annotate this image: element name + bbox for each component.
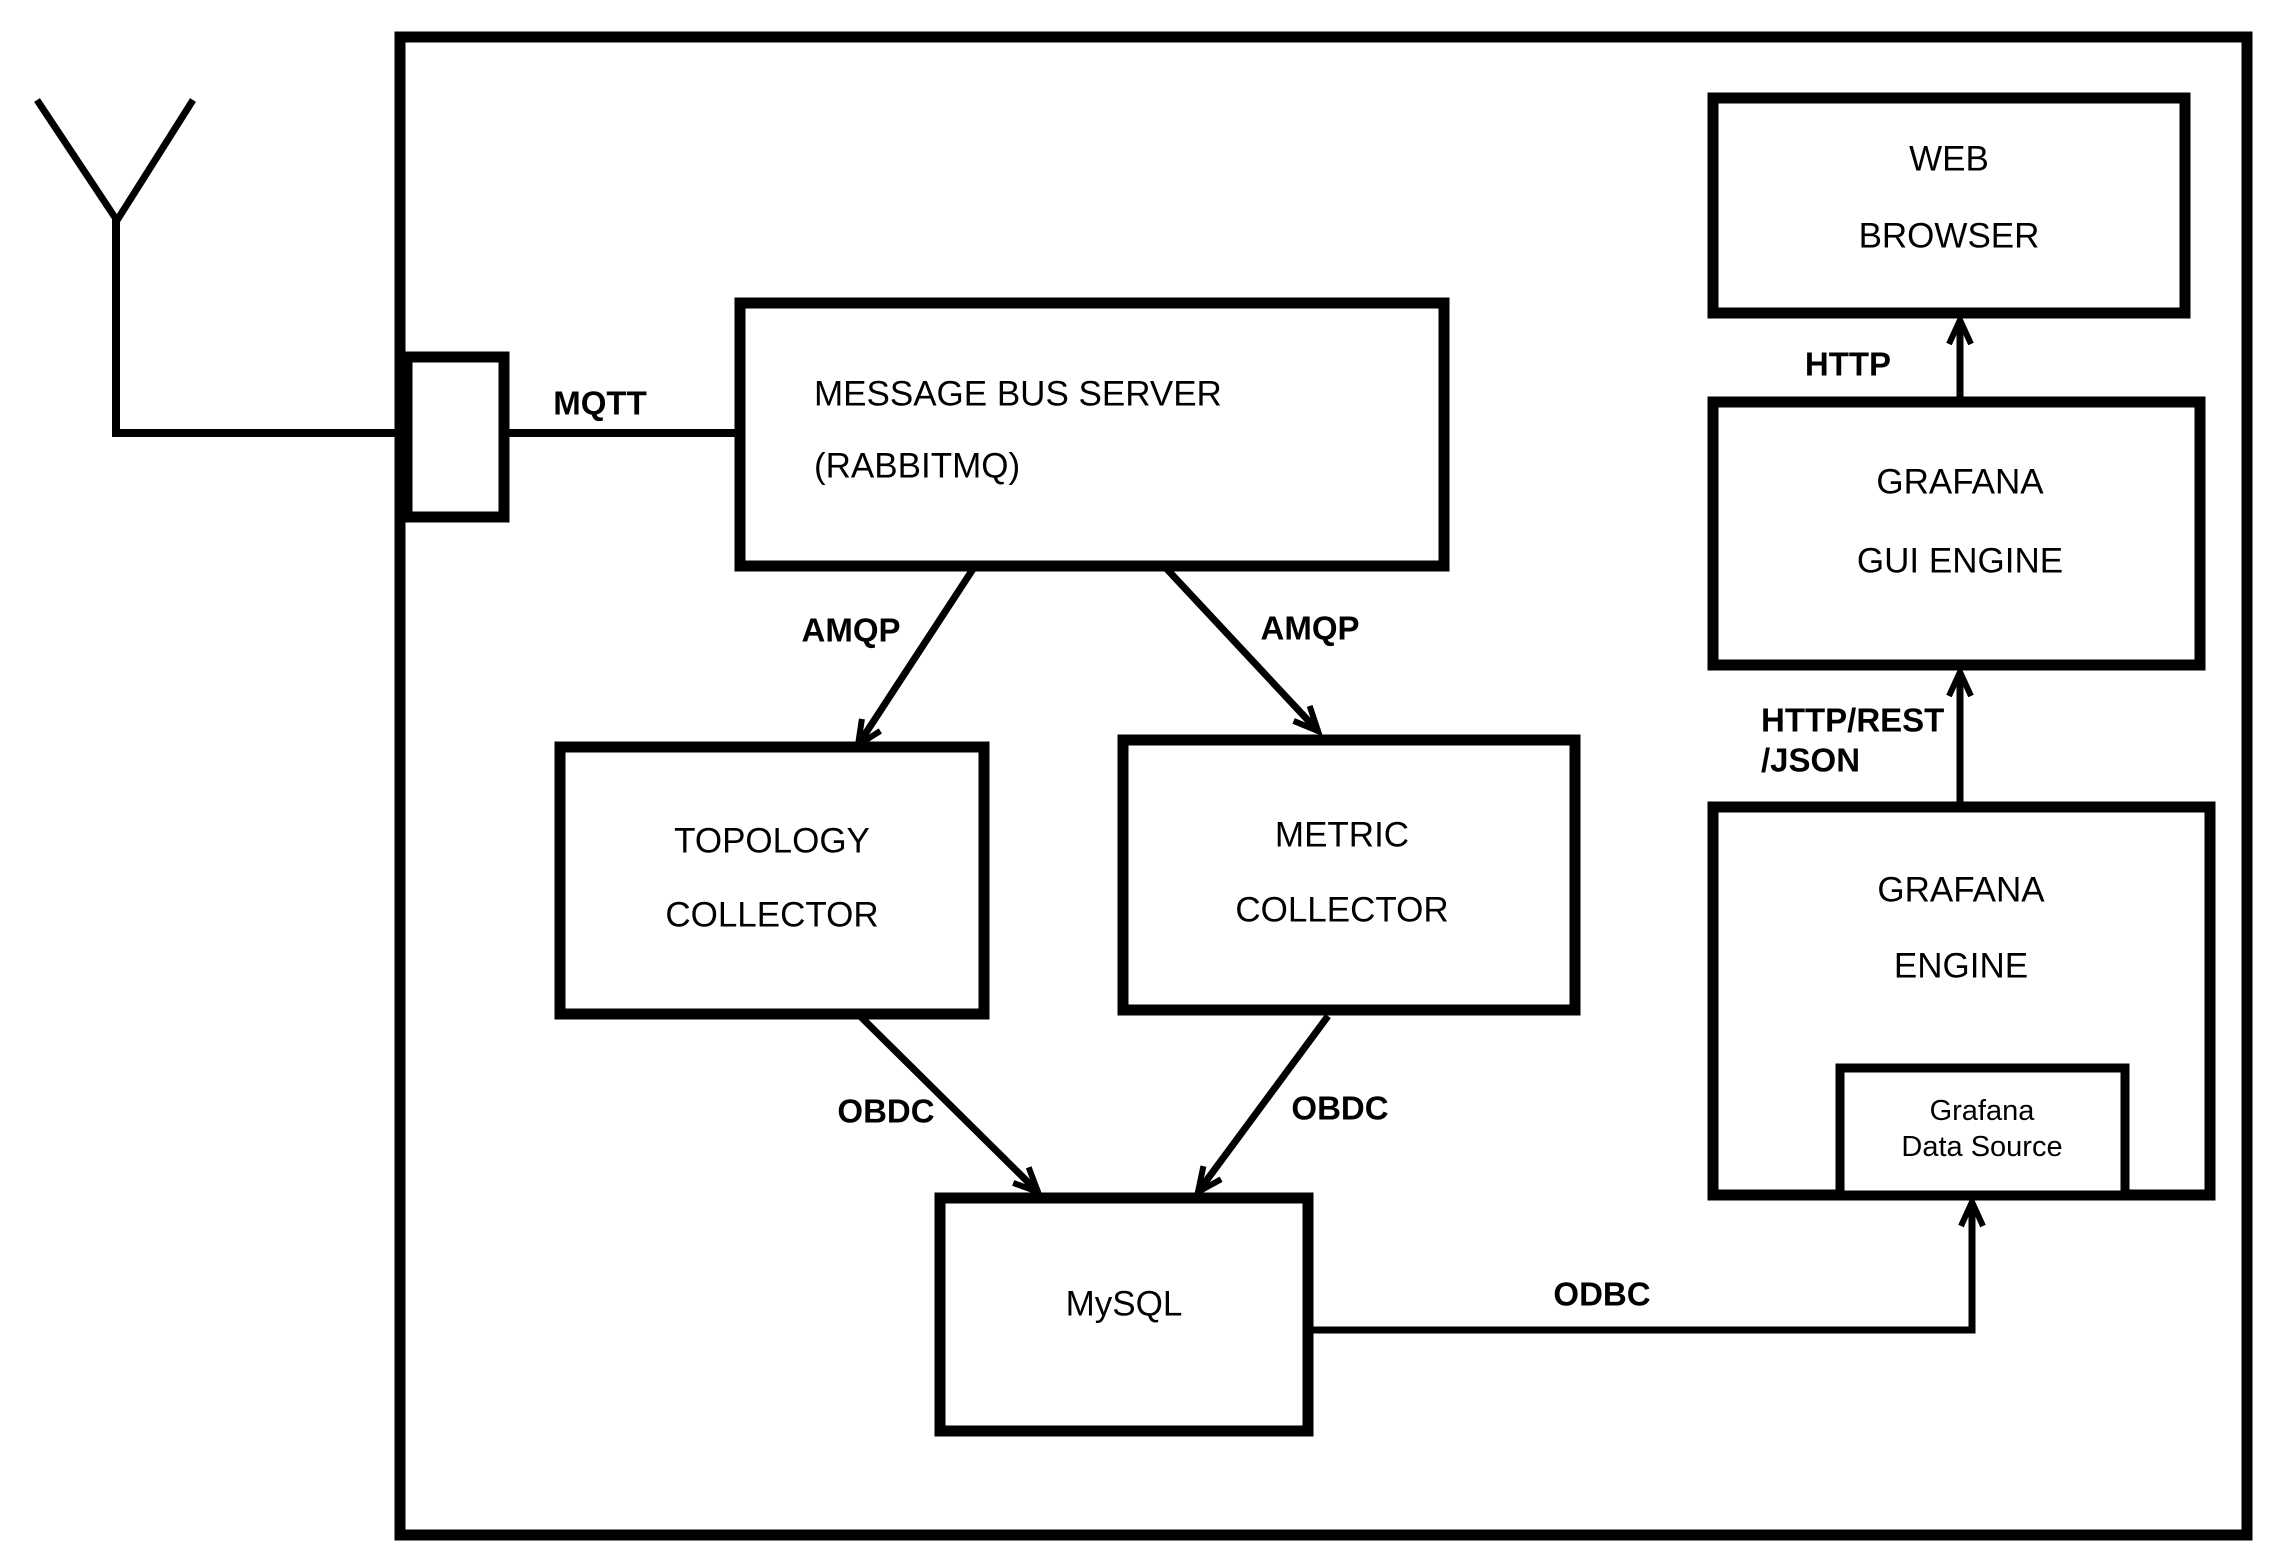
grafana-gui-engine-box [1707,396,2206,671]
mysql-label: MySQL [1066,1285,1183,1324]
grafana-engine-label: GRAFANA ENGINE [1877,871,2045,986]
system-boundary-box [394,31,2253,1541]
web-browser-box [1707,92,2191,319]
metric-collector-box [1117,734,1581,1016]
grafana-data-source-label: Grafana Data Source [1901,1095,2062,1163]
obdc-right-edge-label: OBDC [1291,1090,1388,1127]
grafana-data-source-box [1835,1063,2130,1200]
obdc-right-arrow [1193,1013,1331,1198]
message-bus-server-label-line2: (RABBITMQ) [814,447,1020,486]
metric-collector-label-line1: METRIC [1275,816,1409,855]
radio-module-box [401,351,510,523]
antenna-icon [34,98,420,437]
message-bus-server-label-line1: MESSAGE BUS SERVER [814,375,1222,414]
mqtt-edge-label: MQTT [553,385,646,422]
obdc-left-arrow [857,1013,1044,1198]
grafana-engine-label-line2: ENGINE [1894,947,2028,986]
topology-collector-label-line1: TOPOLOGY [674,822,870,861]
metric-collector-label-line2: COLLECTOR [1235,891,1448,930]
grafana-gui-engine-label: GRAFANA GUI ENGINE [1857,463,2063,581]
topology-collector-label-line2: COLLECTOR [665,896,878,935]
grafana-engine-label-line1: GRAFANA [1877,871,2045,910]
grafana-gui-engine-label-line2: GUI ENGINE [1857,542,2063,581]
web-browser-label-line2: BROWSER [1859,217,2040,256]
odbc-edge-label: ODBC [1553,1276,1650,1313]
http-rest-json-edge-label-line2: /JSON [1761,742,1860,779]
antenna-arm-left [34,98,121,224]
metric-collector-label: METRIC COLLECTOR [1235,816,1448,930]
grafana-data-source-label-line2: Data Source [1901,1131,2062,1163]
http-rest-json-edge-label: HTTP/REST /JSON [1761,702,1944,779]
web-browser-label: WEB BROWSER [1859,140,2040,256]
message-bus-server-label: MESSAGE BUS SERVER (RABBITMQ) [814,375,1222,486]
http-rest-json-edge-label-line1: HTTP/REST [1761,702,1944,739]
topology-collector-box [554,741,990,1020]
grafana-data-source-label-line1: Grafana [1930,1095,2036,1127]
web-browser-label-line1: WEB [1909,140,1989,179]
odbc-arrow [1308,1194,1986,1334]
amqp-right-edge-label: AMQP [1261,610,1360,647]
amqp-left-arrow [854,564,978,752]
amqp-left-edge-label: AMQP [802,612,901,649]
mysql-box [934,1192,1314,1437]
obdc-left-edge-label: OBDC [837,1093,934,1130]
amqp-right-arrow [1161,563,1323,737]
message-bus-server-box [734,297,1450,572]
topology-collector-label: TOPOLOGY COLLECTOR [665,822,878,935]
http-edge-label: HTTP [1805,346,1891,383]
grafana-gui-engine-label-line1: GRAFANA [1876,463,2044,502]
antenna-arm-right [113,98,196,224]
